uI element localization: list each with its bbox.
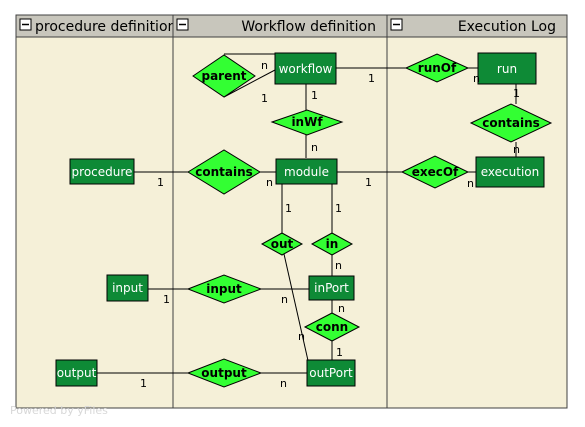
relationship-runof[interactable]: runOf — [404, 53, 470, 83]
relationship-contains-procedure[interactable]: contains — [187, 149, 261, 195]
entity-label: procedure — [72, 165, 133, 179]
relationship-input[interactable]: input — [186, 274, 263, 304]
lane-execution-log: Execution Log — [386, 14, 568, 409]
relationship-label: inWf — [291, 115, 323, 129]
cardinality-label: n — [311, 141, 318, 154]
entity-label: workflow — [279, 62, 333, 76]
collapse-icon[interactable] — [390, 18, 403, 31]
edges — [97, 53, 517, 374]
collapse-icon[interactable] — [19, 18, 32, 31]
cardinality-label: 1 — [368, 72, 375, 85]
relationship-label: contains — [482, 116, 540, 130]
entity-workflow[interactable]: workflow — [274, 52, 337, 85]
entity-label: outPort — [309, 366, 353, 380]
cardinality-label: 1 — [335, 202, 342, 215]
cardinality-label: n — [261, 59, 268, 72]
relationship-label: contains — [195, 165, 253, 179]
relationship-label: output — [201, 366, 247, 380]
lane-procedure-definition: procedure definition — [15, 14, 176, 409]
entity-label: input — [112, 281, 143, 295]
cardinality-label: n — [280, 377, 287, 390]
cardinality-label: n — [338, 302, 345, 315]
cardinality-label: 1 — [285, 202, 292, 215]
collapse-icon[interactable] — [176, 18, 189, 31]
cardinality-label: 1 — [157, 176, 164, 189]
lane-title-workflow: Workflow definition — [241, 19, 376, 35]
lane-title-execution-log: Execution Log — [458, 19, 556, 35]
entity-label: run — [497, 62, 517, 76]
entity-procedure[interactable]: procedure — [69, 158, 135, 185]
relationship-inwf[interactable]: inWf — [270, 109, 344, 136]
relationship-label: parent — [201, 69, 246, 83]
relationship-execof[interactable]: execOf — [400, 155, 470, 189]
cardinality-label: n — [513, 143, 520, 156]
relationship-label: in — [326, 237, 339, 251]
cardinality-label: n — [266, 176, 273, 189]
cardinality-label: 1 — [140, 377, 147, 390]
entity-label: output — [57, 366, 97, 380]
cardinality-label: n — [335, 259, 342, 272]
relationship-out[interactable]: out — [260, 232, 304, 256]
cardinality-label: n — [473, 72, 480, 85]
cardinality-labels: n 1 1 n 1 n 1 n 1 n 1 n 1 1 n 1 n n n 1 … — [140, 59, 520, 390]
cardinality-label: n — [281, 293, 288, 306]
entity-execution[interactable]: execution — [475, 156, 545, 188]
relationship-label: out — [271, 237, 294, 251]
cardinality-label: 1 — [311, 89, 318, 102]
cardinality-label: n — [298, 330, 305, 343]
cardinality-label: 1 — [365, 176, 372, 189]
relationship-in[interactable]: in — [310, 232, 354, 256]
entity-label: inPort — [314, 281, 349, 295]
entity-output[interactable]: output — [55, 359, 98, 387]
cardinality-label: 1 — [261, 92, 268, 105]
entity-inport[interactable]: inPort — [308, 275, 355, 301]
entity-outport[interactable]: outPort — [306, 359, 356, 387]
relationship-label: conn — [316, 320, 348, 334]
relationship-parent[interactable]: parent — [192, 54, 256, 98]
entity-input[interactable]: input — [106, 274, 149, 302]
cardinality-label: 1 — [513, 87, 520, 100]
entity-label: execution — [481, 165, 539, 179]
cardinality-label: 1 — [336, 346, 343, 359]
relationship-conn[interactable]: conn — [303, 312, 361, 342]
entity-run[interactable]: run — [477, 52, 537, 85]
relationship-label: runOf — [418, 61, 457, 75]
relationship-contains-run[interactable]: contains — [469, 103, 553, 143]
watermark: Powered by yFiles — [10, 404, 108, 417]
relationship-label: input — [206, 282, 242, 296]
lane-title-procedure: procedure definition — [35, 19, 176, 35]
cardinality-label: n — [467, 177, 474, 190]
cardinality-label: 1 — [163, 293, 170, 306]
entity-module[interactable]: module — [275, 158, 338, 185]
relationship-output[interactable]: output — [186, 358, 263, 388]
entity-label: module — [284, 165, 329, 179]
relationship-label: execOf — [412, 165, 459, 179]
